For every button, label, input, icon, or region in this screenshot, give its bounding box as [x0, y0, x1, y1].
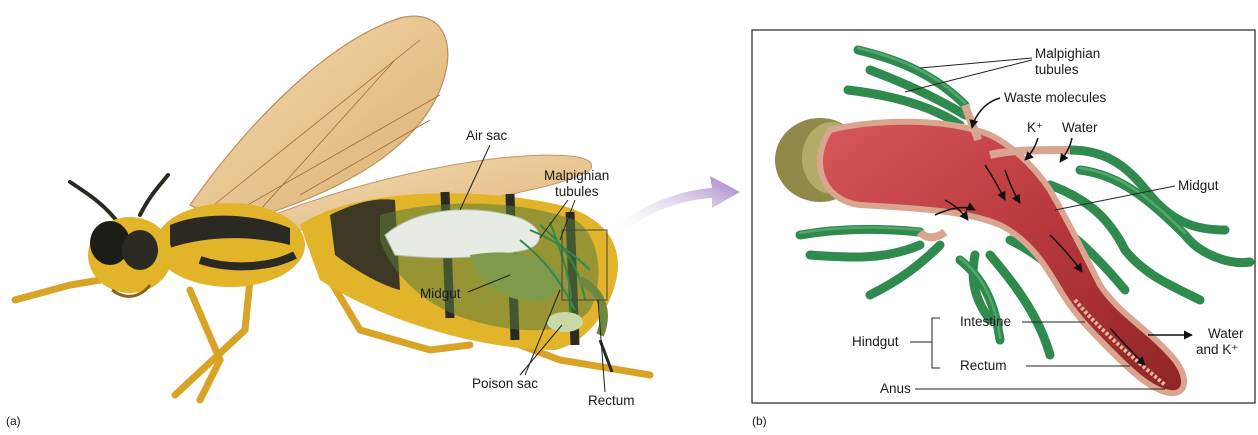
label-b-malpighian-1: Malpighian [1035, 46, 1100, 61]
label-water-and-k-2: and K⁺ [1196, 342, 1238, 357]
label-hindgut: Hindgut [852, 334, 899, 349]
zoom-connector-arrow [612, 176, 740, 238]
label-poison-sac: Poison sac [472, 376, 538, 391]
label-a-rectum: Rectum [588, 393, 635, 408]
panel-b-label: (b) [752, 414, 767, 428]
label-water-and-k-1: Water [1208, 326, 1244, 341]
label-k-plus: K⁺ [1027, 120, 1043, 135]
label-intestine: Intestine [960, 314, 1011, 329]
label-a-malpighian-2: tubules [555, 184, 599, 199]
label-b-midgut: Midgut [1178, 178, 1219, 193]
label-a-malpighian-1: Malpighian [544, 168, 609, 183]
wasp-illustration [15, 16, 650, 400]
label-air-sac: Air sac [466, 128, 508, 143]
label-anus: Anus [880, 381, 911, 396]
wasp-poison-sac [547, 312, 583, 332]
label-b-rectum: Rectum [960, 358, 1007, 373]
label-waste-molecules: Waste molecules [1004, 90, 1107, 105]
label-a-midgut: Midgut [420, 286, 461, 301]
panel-a-label: (a) [6, 414, 21, 428]
label-b-malpighian-2: tubules [1035, 62, 1079, 77]
label-b-water: Water [1062, 120, 1098, 135]
